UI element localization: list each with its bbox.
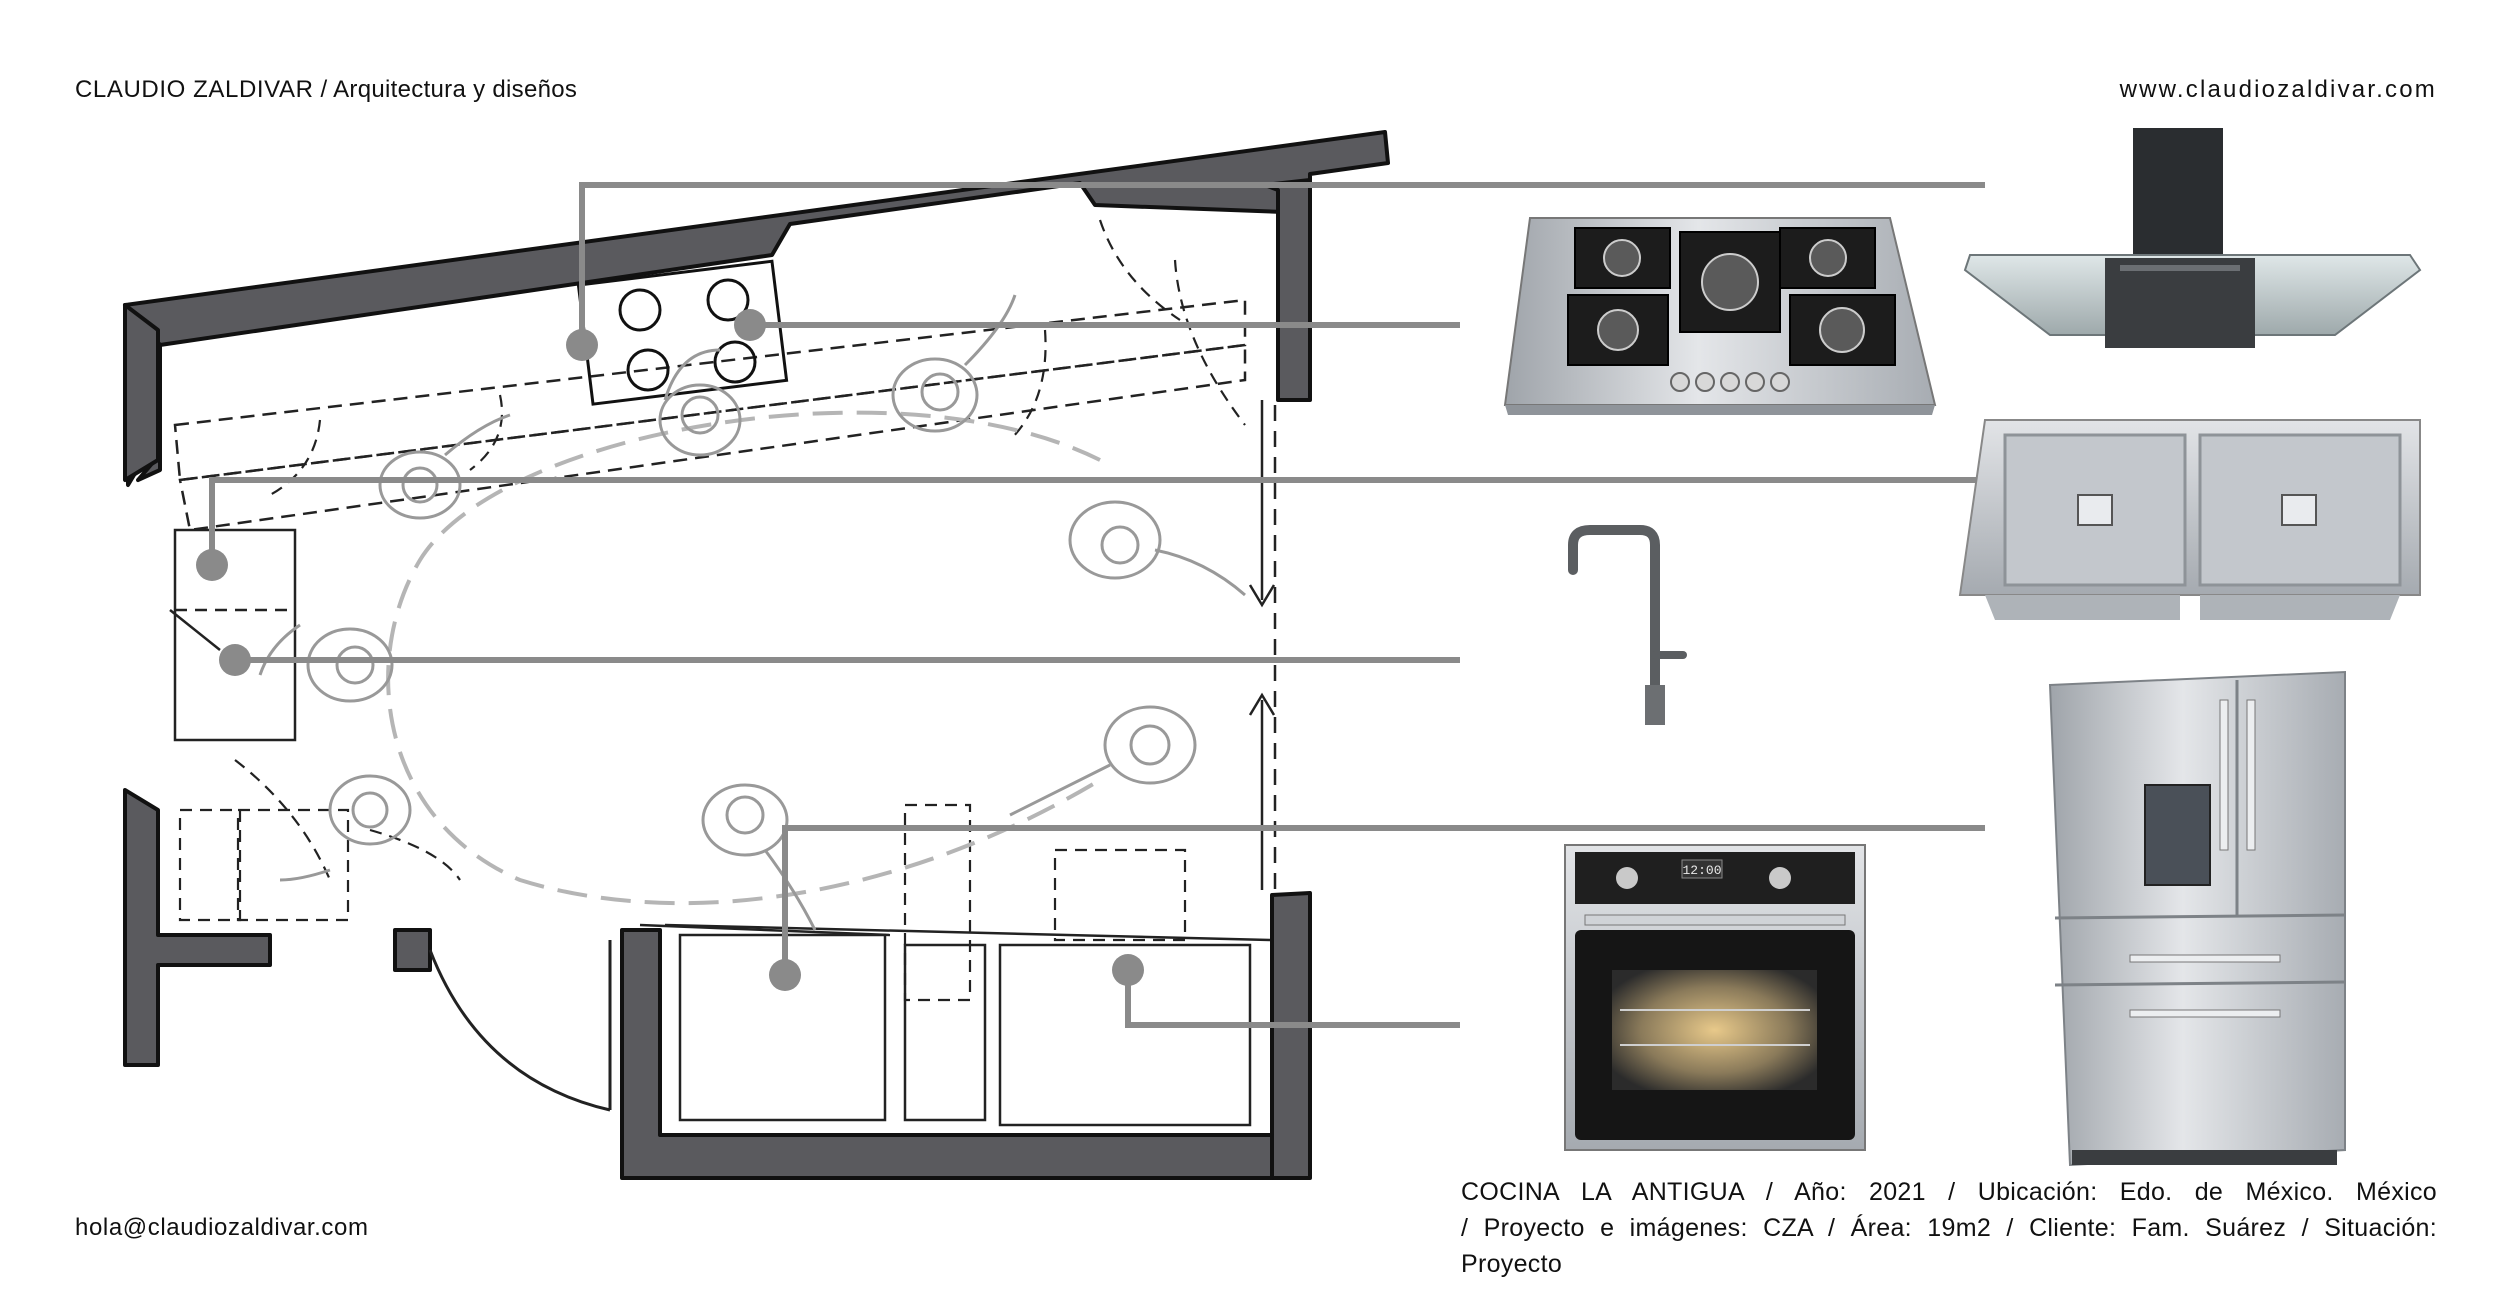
- wall-right-upper: [1263, 178, 1312, 402]
- studio-name: CLAUDIO ZALDIVAR: [75, 76, 314, 103]
- wall-bottom: [620, 928, 1274, 1180]
- left-island: [169, 528, 297, 742]
- leader-lines: [209, 182, 1990, 1028]
- oven-clock-display: 12:00: [1682, 863, 1721, 878]
- wall-left-jamb: [393, 928, 432, 972]
- wall-oven-icon: 12:00: [1564, 844, 1866, 1151]
- wall-left: [123, 303, 160, 482]
- leader-refrigerator: [782, 825, 1985, 975]
- caption-line-1: COCINA LA ANTIGUA / Año: 2021 / Ubicació…: [1461, 1178, 2437, 1206]
- person-figure: [1068, 500, 1246, 597]
- person-figure: [1009, 705, 1197, 817]
- person-figure: [258, 623, 394, 703]
- people-figures: [258, 294, 1246, 931]
- leader-dots: [196, 309, 1144, 991]
- double-sink-icon: [1958, 419, 2421, 620]
- upper-counter: [173, 298, 1247, 532]
- leader-range-hood: [579, 182, 1985, 345]
- person-figure: [279, 774, 412, 882]
- studio-tagline: / Arquitectura y diseños: [313, 76, 578, 103]
- door-swing: [428, 949, 611, 1112]
- leader-oven: [1125, 970, 1460, 1028]
- project-caption: COCINA LA ANTIGUA / Año: 2021 / Ubicació…: [1461, 1174, 2437, 1282]
- range-hood-icon: [1963, 128, 2422, 348]
- caption-line-2: / Proyecto e imágenes: CZA / Área: 19m2 …: [1461, 1214, 2437, 1278]
- refrigerator-icon: [2048, 670, 2346, 1167]
- wall-right-lower: [1270, 891, 1312, 1180]
- contact-email[interactable]: hola@claudiozaldivar.com: [75, 1214, 369, 1241]
- wall-left-lower: [123, 788, 272, 1067]
- website-link[interactable]: www.claudiozaldivar.com: [2119, 76, 2437, 103]
- floor-plan: [123, 130, 1390, 1180]
- studio-header: CLAUDIO ZALDIVAR / Arquitectura y diseño…: [75, 76, 577, 104]
- person-figure: [658, 348, 742, 457]
- walls: [123, 130, 1390, 1180]
- work-triangle: [386, 410, 1102, 906]
- person-figure: [891, 294, 1017, 433]
- leader-sink: [209, 477, 1990, 565]
- faucet-icon: [1568, 525, 1687, 725]
- person-figure: [701, 783, 817, 931]
- wall-top: [123, 130, 1390, 347]
- person-figure: [378, 413, 511, 520]
- gas-cooktop-icon: [1503, 217, 1937, 415]
